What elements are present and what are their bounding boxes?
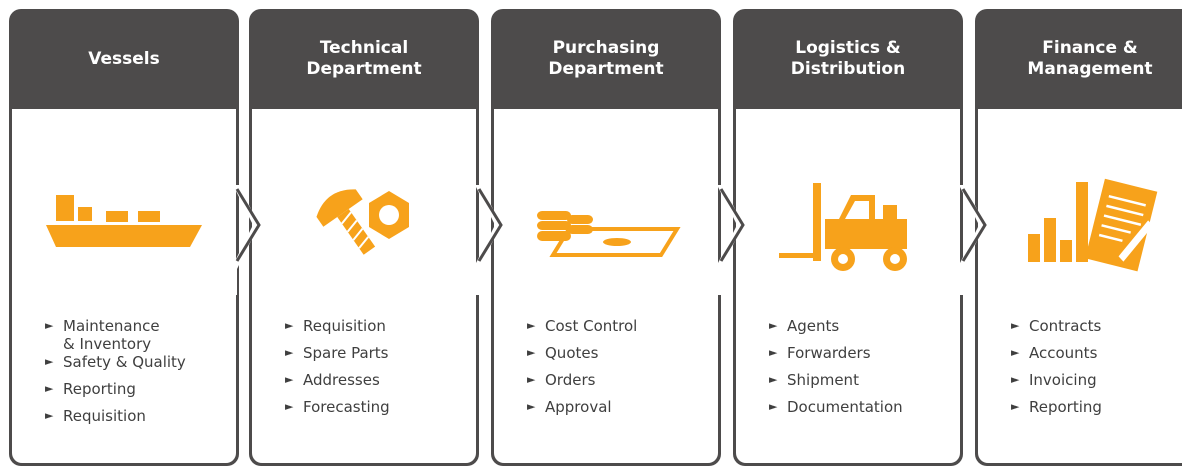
list-item: ► Maintenance & Inventory [45,317,186,353]
list-item-label: Shipment [787,371,859,389]
list-item-label: Reporting [1029,398,1102,416]
flow-chevron-icon [717,185,745,295]
list-item: ► Shipment [769,371,903,398]
stage-title-line: Finance & [1042,38,1138,58]
stage-title-line: Department [548,59,664,79]
chart-document-icon [975,169,1182,289]
list-item: ► Agents [769,317,903,344]
bullet-arrow-icon: ► [1011,373,1020,386]
bolt-nut-icon [249,169,479,289]
bullet-arrow-icon: ► [285,319,294,332]
list-item: ► Documentation [769,398,903,425]
list-item-label: Forwarders [787,344,871,362]
stage-card: Finance &Management ►Contracts►Accounts►… [975,9,1182,466]
list-item-label: Addresses [303,371,380,389]
list-item-label: Forecasting [303,398,390,416]
stage-title-line: Vessels [88,48,160,69]
list-item-label: Agents [787,317,840,335]
list-item-label: Contracts [1029,317,1102,335]
stage-card: Logistics &Distribution ► Agents ► Forwarde… [733,9,963,466]
bullet-arrow-icon: ► [1011,346,1020,359]
bullet-arrow-icon: ► [769,346,778,359]
flow-chevron-icon [233,185,261,295]
bullet-arrow-icon: ► [527,400,536,413]
stage-title: Logistics &Distribution [733,9,963,109]
bullet-arrow-icon: ► [1011,319,1020,332]
bullet-arrow-icon: ► [769,400,778,413]
stage-body [12,109,236,463]
list-item-label: Orders [545,371,596,389]
list-item-label: Reporting [63,380,136,398]
coins-money-icon [491,169,721,289]
stage-item-list: ► Cost Control ► Quotes ► Orders ► Approval [527,317,637,425]
stage-title-line: Management [1027,59,1153,79]
list-item: ► Cost Control [527,317,637,344]
list-item: ► Safety & Quality [45,353,186,380]
list-item: ► Quotes [527,344,637,371]
list-item: ► Spare Parts [285,344,390,371]
stage-body [494,109,718,463]
stage-body [978,109,1182,463]
list-item: ► Orders [527,371,637,398]
bullet-arrow-icon: ► [45,319,54,332]
list-item: ► Requisition [285,317,390,344]
bullet-arrow-icon: ► [769,319,778,332]
list-item-label: Requisition [63,407,146,425]
stage-item-list: ► Contracts ► Accounts ► Invoicing ► Reporting [1011,317,1102,425]
bullet-arrow-icon: ► [285,400,294,413]
flow-chevron-icon [475,185,503,295]
list-item: ► Contracts [1011,317,1102,344]
list-item-label: Maintenance & Inventory [63,317,160,353]
bullet-arrow-icon: ► [527,346,536,359]
list-item-label: Requisition [303,317,386,335]
forklift-icon [733,169,963,289]
list-item: ► Reporting [1011,398,1102,425]
stage-title-line: Department [306,59,422,79]
stage-title: Vessels [9,9,239,109]
list-item: ► Forwarders [769,344,903,371]
bullet-arrow-icon: ► [285,373,294,386]
stage-item-list: ► Maintenance & Inventory ► Safety & Qualit… [45,317,186,434]
list-item: ► Addresses [285,371,390,398]
stage-title-line: Logistics & [795,38,901,58]
list-item: ► Accounts [1011,344,1102,371]
flow-chevron-icon [959,185,987,295]
stage-title: Finance &Management [975,9,1182,109]
stage-title-line: Distribution [790,59,906,79]
bullet-arrow-icon: ► [285,346,294,359]
list-item-label: Quotes [545,344,599,362]
list-item: ► Invoicing [1011,371,1102,398]
list-item-label: Accounts [1029,344,1098,362]
list-item-label: Approval [545,398,612,416]
list-item-label: Invoicing [1029,371,1097,389]
list-item: ► Requisition [45,407,186,434]
bullet-arrow-icon: ► [45,355,54,368]
stage-item-list: ► Agents ► Forwarders ► Shipment ► Documentatio… [769,317,903,425]
bullet-arrow-icon: ► [527,373,536,386]
list-item-label: Safety & Quality [63,353,186,371]
bullet-arrow-icon: ► [45,382,54,395]
bullet-arrow-icon: ► [45,409,54,422]
stage-title-line: Purchasing [552,38,660,58]
list-item-label: Spare Parts [303,344,389,362]
bullet-arrow-icon: ► [527,319,536,332]
list-item: ► Forecasting [285,398,390,425]
list-item-label: Documentation [787,398,903,416]
list-item-label: Cost Control [545,317,638,335]
stage-item-list: ► Requisition ► Spare Parts ► Addresses ► Forec… [285,317,390,425]
ship-icon [9,169,239,289]
stage-body [252,109,476,463]
stage-card: Vessels ► Maintenance & Inventory ► Safety … [9,9,239,466]
list-item: ► Reporting [45,380,186,407]
bullet-arrow-icon: ► [1011,400,1020,413]
bullet-arrow-icon: ► [769,373,778,386]
list-item: ► Approval [527,398,637,425]
stage-body [736,109,960,463]
stage-title-line: Technical [319,38,409,58]
